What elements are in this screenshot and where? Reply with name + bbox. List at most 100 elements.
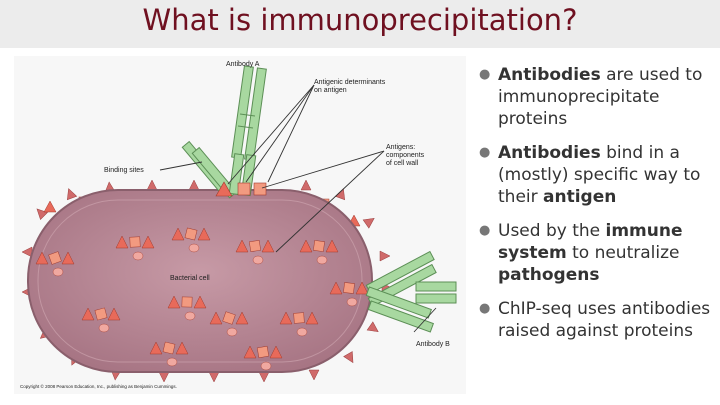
antigen-cluster bbox=[35, 251, 75, 277]
antigen-blob bbox=[226, 327, 238, 337]
antigen-square bbox=[181, 296, 193, 308]
antigen-triangle bbox=[305, 311, 319, 325]
antigen-triangle bbox=[261, 239, 275, 253]
antigen-square bbox=[184, 227, 198, 241]
antigen-triangle bbox=[107, 307, 121, 321]
antigenic-determinants bbox=[215, 181, 267, 197]
label-pointers bbox=[159, 84, 437, 333]
wall-spike-triangle bbox=[67, 188, 78, 201]
antigen-blob bbox=[132, 251, 144, 261]
antigen-square bbox=[129, 236, 141, 248]
antigen-blob bbox=[296, 327, 308, 337]
wall-spike bbox=[188, 179, 200, 191]
wall-spike bbox=[67, 188, 78, 201]
bullet-dot-icon: ● bbox=[479, 223, 491, 238]
wall-spike bbox=[379, 250, 391, 262]
wall-spike bbox=[208, 371, 220, 383]
bullet-keyword: pathogens bbox=[498, 265, 600, 285]
antigen-blob bbox=[260, 361, 272, 371]
wall-spike-triangle bbox=[366, 321, 379, 333]
wall-spike-triangle bbox=[208, 371, 220, 383]
bullet-item: ●Antibodies bind in a (mostly) specific … bbox=[477, 142, 717, 208]
wall-spike-triangle bbox=[308, 369, 320, 381]
wall-spike-triangle bbox=[258, 371, 270, 383]
antigen-cluster bbox=[279, 311, 319, 337]
label-antigens-line2: components bbox=[386, 152, 425, 159]
antigen-cluster bbox=[81, 307, 121, 333]
antibody-b-shape bbox=[365, 250, 457, 333]
wall-spike bbox=[258, 371, 270, 383]
antigen-cluster bbox=[149, 341, 189, 367]
bullet-dot-icon: ● bbox=[479, 67, 491, 82]
antigen-triangle bbox=[115, 235, 129, 249]
antigen-cluster bbox=[171, 227, 211, 253]
antigen-square bbox=[162, 341, 176, 355]
antigen-triangle bbox=[269, 345, 283, 359]
antigen-triangle bbox=[355, 281, 369, 295]
label-antibody-a: Antibody A bbox=[226, 61, 260, 68]
antigen-triangle bbox=[243, 345, 257, 359]
label-bacterial-cell: Bacterial cell bbox=[170, 275, 210, 282]
antigen-triangle bbox=[325, 239, 339, 253]
wall-spike bbox=[146, 179, 158, 191]
bullet-item: ●Antibodies are used to immunoprecipitat… bbox=[477, 64, 717, 130]
bullet-dot-icon: ● bbox=[479, 301, 491, 316]
wall-spike bbox=[300, 179, 312, 191]
label-antibody-b: Antibody B bbox=[416, 341, 450, 348]
antigen-triangle bbox=[235, 239, 249, 253]
antigen-blob bbox=[346, 297, 358, 307]
wall-spike-triangle bbox=[362, 217, 375, 229]
antigen-triangle bbox=[171, 227, 185, 241]
bullet-keyword: Antibodies bbox=[498, 65, 601, 85]
wall-spike bbox=[36, 208, 48, 220]
bullet-list: ●Antibodies are used to immunoprecipitat… bbox=[477, 64, 717, 354]
wall-spike-triangle bbox=[334, 188, 345, 201]
antigen-blob bbox=[188, 243, 200, 253]
wall-antigen-triangle bbox=[43, 200, 57, 213]
antigen-cluster bbox=[167, 295, 207, 321]
wall-spike bbox=[343, 351, 354, 364]
wall-spike-triangle bbox=[36, 208, 48, 220]
antigen-blob bbox=[184, 311, 196, 321]
antigen-cluster bbox=[235, 239, 275, 265]
antigen-cluster bbox=[115, 235, 155, 261]
antigen-triangle bbox=[197, 227, 211, 241]
bacterial-cell bbox=[27, 189, 373, 373]
antigen-square bbox=[343, 282, 355, 294]
wall-spike-triangle bbox=[300, 179, 312, 191]
antigen-triangle bbox=[279, 311, 293, 325]
wall-spike-triangle bbox=[188, 179, 200, 191]
antigen-square bbox=[248, 239, 262, 253]
antigen-triangle bbox=[149, 341, 163, 355]
figure-copyright: Copyright © 2008 Pearson Education, Inc.… bbox=[20, 383, 177, 389]
antigen-square bbox=[94, 307, 108, 321]
antigen-square bbox=[313, 240, 325, 252]
slide-title: What is immunoprecipitation? bbox=[142, 3, 578, 37]
antigen-triangle bbox=[167, 295, 181, 309]
antigen-triangle bbox=[209, 311, 223, 325]
label-antigens-line3: of cell wall bbox=[386, 160, 419, 167]
antigen-blob bbox=[52, 267, 64, 277]
antigen-triangle bbox=[299, 239, 313, 253]
bullet-keyword: immune system bbox=[498, 221, 683, 263]
bullet-keyword: Antibodies bbox=[498, 143, 601, 163]
antigen-blob bbox=[166, 357, 178, 367]
bullet-item: ●ChIP-seq uses antibodies raised against… bbox=[477, 298, 717, 342]
bullet-text: Used by the bbox=[498, 221, 606, 241]
bacterial-cell-inner bbox=[37, 199, 363, 363]
wall-spike-triangle bbox=[146, 179, 158, 191]
antigen-cluster bbox=[299, 239, 339, 265]
antigen-triangle bbox=[81, 307, 95, 321]
label-antigenic-determinants-line1: Antigenic determinants bbox=[314, 79, 386, 86]
antigen-blob bbox=[252, 255, 264, 265]
antigen-square bbox=[293, 312, 305, 324]
internal-antigens bbox=[35, 227, 369, 371]
wall-spike bbox=[362, 217, 375, 229]
antigen-blob bbox=[98, 323, 110, 333]
bullet-item: ●Used by the immune system to neutralize… bbox=[477, 220, 717, 286]
antigen-triangle bbox=[141, 235, 155, 249]
antibody-a-shape bbox=[181, 65, 267, 199]
